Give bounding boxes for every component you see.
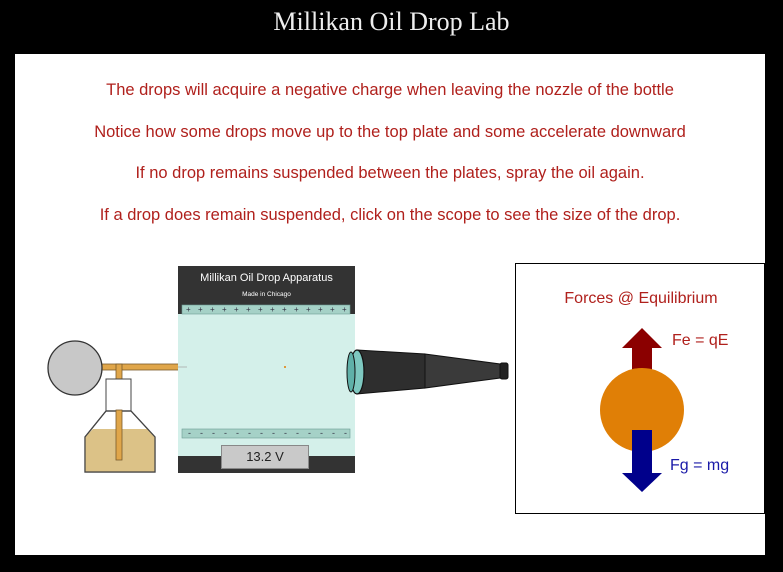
svg-text:-: - <box>332 428 335 438</box>
gravity-force-arrow <box>622 430 662 492</box>
svg-text:+: + <box>306 305 311 314</box>
forces-title: Forces @ Equilibrium <box>564 290 718 307</box>
apparatus-subtitle: Made in Chicago <box>242 291 291 298</box>
svg-text:-: - <box>320 428 323 438</box>
svg-text:+: + <box>186 305 191 314</box>
svg-text:+: + <box>294 305 299 314</box>
apparatus-title: Millikan Oil Drop Apparatus <box>200 272 333 284</box>
oil-drop-body <box>600 368 684 452</box>
squeeze-bulb <box>47 340 103 396</box>
svg-text:+: + <box>318 305 323 314</box>
svg-text:+: + <box>270 305 275 314</box>
forces-panel: Forces @ Equilibrium Fe = qE Fg = mg <box>515 263 765 514</box>
svg-text:-: - <box>260 428 263 438</box>
bottom-plate <box>181 428 351 439</box>
scope-eyepiece <box>499 362 509 380</box>
svg-text:-: - <box>224 428 227 438</box>
svg-text:-: - <box>284 428 287 438</box>
svg-text:+: + <box>246 305 251 314</box>
atomizer-bottle[interactable] <box>47 340 193 473</box>
svg-text:+: + <box>222 305 227 314</box>
svg-text:+: + <box>258 305 263 314</box>
page-title: Millikan Oil Drop Lab <box>273 7 510 36</box>
electric-force-label: Fe = qE <box>672 332 729 349</box>
apparatus-illustration: +++ +++ +++ +++ ++ --- --- --- --- -- <box>47 266 509 473</box>
svg-text:-: - <box>296 428 299 438</box>
top-plate-charges: + + + + + + + + + + + + + + <box>186 305 347 314</box>
bottom-plate-charges: --- --- --- --- -- <box>188 428 347 438</box>
svg-text:-: - <box>212 428 215 438</box>
svg-text:-: - <box>200 428 203 438</box>
instruction-line-2: Notice how some drops move up to the top… <box>94 123 686 141</box>
microscope-scope[interactable] <box>346 349 509 395</box>
top-plate <box>181 304 351 315</box>
svg-text:+: + <box>198 305 203 314</box>
svg-text:+: + <box>282 305 287 314</box>
lab-panel: The drops will acquire a negative charge… <box>15 54 765 555</box>
svg-text:-: - <box>308 428 311 438</box>
svg-text:-: - <box>188 428 191 438</box>
oil-drop <box>284 366 286 368</box>
bottle-neck <box>105 378 132 412</box>
svg-text:+: + <box>330 305 335 314</box>
svg-text:+: + <box>342 305 347 314</box>
instruction-line-3: If no drop remains suspended between the… <box>135 164 645 182</box>
svg-text:-: - <box>236 428 239 438</box>
svg-text:+: + <box>210 305 215 314</box>
voltage-display[interactable]: 13.2 V <box>221 445 309 469</box>
svg-text:-: - <box>248 428 251 438</box>
svg-text:-: - <box>344 428 347 438</box>
forces-diagram <box>600 328 684 492</box>
instruction-line-1: The drops will acquire a negative charge… <box>106 81 674 99</box>
svg-text:-: - <box>272 428 275 438</box>
svg-text:+: + <box>234 305 239 314</box>
instruction-line-4: If a drop does remain suspended, click o… <box>99 206 681 224</box>
gravity-force-label: Fg = mg <box>670 457 730 474</box>
